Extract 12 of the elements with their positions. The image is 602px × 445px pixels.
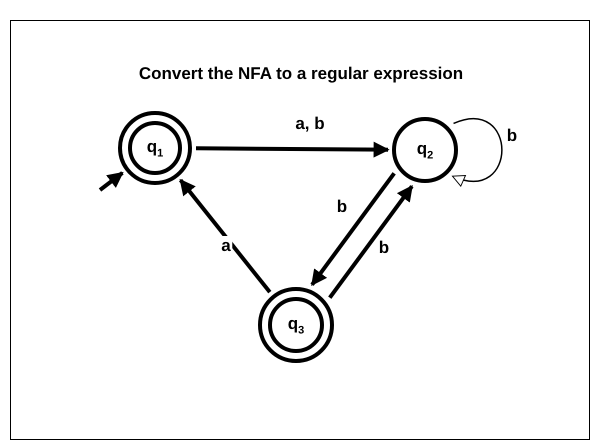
arrow [310, 172, 396, 286]
state-name: q$_{3}$ [288, 314, 304, 336]
arrow [328, 185, 414, 299]
state-name: q$_{1}$ [146, 136, 164, 160]
edge-label: a, b [293, 114, 327, 134]
title: Convert the NFA to a regular expression [138, 64, 464, 84]
arrow [196, 142, 390, 158]
self-loop-arrow [452, 118, 503, 186]
arrow [178, 178, 272, 294]
arrow [98, 171, 124, 192]
state-name: q$_{2}$ [416, 138, 434, 162]
state-circle [392, 117, 458, 183]
